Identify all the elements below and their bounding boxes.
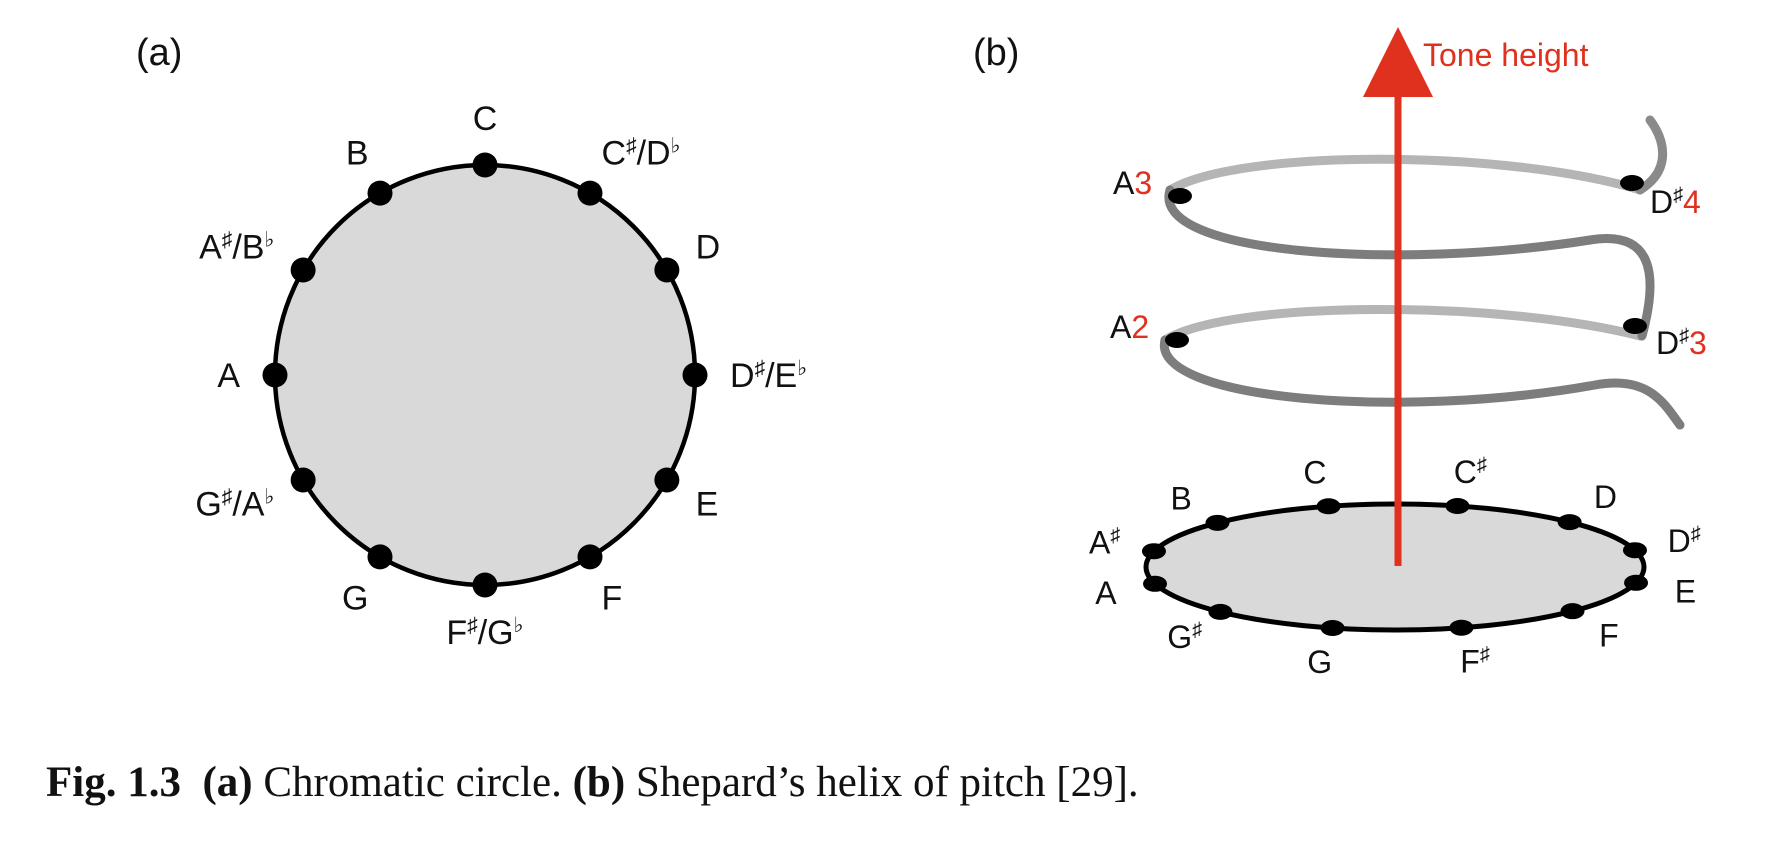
helix-upper-front	[1164, 185, 1655, 341]
circle-dot-1	[577, 180, 603, 206]
base-label-0: C	[1303, 455, 1326, 491]
helix-dot-dsharp4	[1620, 175, 1644, 191]
base-dot-1	[1445, 498, 1470, 515]
figure-caption: Fig. 1.3 (a) Chromatic circle. (b) Shepa…	[46, 758, 1139, 807]
panel-label-b: (b)	[973, 32, 1019, 74]
circle-dot-11	[367, 180, 393, 206]
helix-label-a2: A2	[1110, 309, 1149, 345]
circle-label-8: G♯/A♭	[195, 486, 274, 524]
base-dot-3	[1622, 542, 1647, 559]
base-dot-10	[1141, 543, 1166, 560]
base-label-10: A♯	[1089, 524, 1120, 560]
panel-label-a: (a)	[136, 32, 182, 74]
circle-label-10: A♯/B♭	[199, 229, 274, 267]
tone-height-label: Tone height	[1423, 37, 1589, 73]
base-dot-2	[1557, 514, 1582, 531]
base-dot-11	[1205, 514, 1230, 531]
base-label-8: G♯	[1167, 619, 1202, 655]
base-dot-4	[1624, 574, 1649, 591]
base-label-11: B	[1170, 480, 1191, 516]
circle-label-2: D	[696, 229, 721, 267]
helix-dot-a2	[1165, 332, 1189, 348]
circle-label-1: C♯/D♭	[602, 134, 681, 172]
base-label-6: F♯	[1460, 643, 1490, 679]
shepard-helix: C C♯ D D♯ E F F♯ G G♯ A A♯ B A3 D♯4 A2 D♯3 Tone hei…	[1089, 27, 1707, 680]
base-dot-7	[1320, 619, 1345, 636]
base-dot-5	[1560, 603, 1585, 620]
helix-label-dsharp3: D♯3	[1656, 325, 1707, 361]
caption-figure-number: Fig. 1.3	[46, 759, 181, 806]
base-label-5: F	[1599, 618, 1619, 654]
circle-dot-8	[290, 467, 316, 493]
base-label-7: G	[1307, 644, 1332, 680]
circle-label-0: C	[473, 100, 498, 138]
circle-dot-5	[577, 544, 603, 570]
helix-lower-back	[1160, 304, 1645, 345]
base-dot-0	[1316, 498, 1341, 515]
helix-top-tail	[1635, 115, 1668, 195]
base-dot-9	[1143, 575, 1168, 592]
circle-label-3: D♯/E♭	[730, 357, 807, 395]
base-label-1: C♯	[1454, 454, 1487, 490]
helix-dot-a3	[1168, 188, 1192, 204]
base-dot-6	[1449, 619, 1474, 636]
circle-dot-9	[262, 362, 288, 388]
base-label-3: D♯	[1668, 523, 1701, 559]
caption-part-b: (b)	[572, 759, 626, 806]
circle-dot-3	[682, 362, 708, 388]
base-dot-8	[1208, 603, 1233, 620]
circle-label-9: A	[217, 357, 240, 395]
helix-label-a3: A3	[1113, 165, 1152, 201]
circle-dot-4	[654, 467, 680, 493]
circle-label-7: G	[342, 580, 368, 618]
helix-coil	[1160, 115, 1685, 430]
base-label-4: E	[1675, 574, 1696, 610]
chromatic-circle: C C♯/D♭ D D♯/E♭ E F F♯/G♭ G G♯/A♭ A A♯/B♭ B	[195, 100, 807, 652]
caption-text-a: Chromatic circle.	[263, 759, 562, 806]
caption-text-b: Shepard’s helix of pitch [29].	[635, 759, 1139, 806]
base-label-9: A	[1095, 575, 1117, 611]
circle-label-5: F	[602, 580, 623, 618]
circle-dot-7	[367, 544, 393, 570]
helix-dot-dsharp3	[1623, 318, 1647, 334]
circle-dot-6	[472, 572, 498, 598]
helix-lower-front	[1160, 335, 1685, 430]
helix-upper-back	[1165, 154, 1645, 195]
base-label-2: D	[1594, 479, 1617, 515]
circle-dot-0	[472, 152, 498, 178]
circle-label-6: F♯/G♭	[446, 614, 523, 652]
helix-label-dsharp4: D♯4	[1650, 184, 1701, 220]
chromatic-circle-outline	[272, 162, 698, 588]
circle-dot-2	[654, 257, 680, 283]
circle-label-4: E	[696, 486, 719, 524]
caption-part-a: (a)	[202, 759, 253, 806]
circle-label-11: B	[346, 134, 369, 172]
circle-dot-10	[290, 257, 316, 283]
